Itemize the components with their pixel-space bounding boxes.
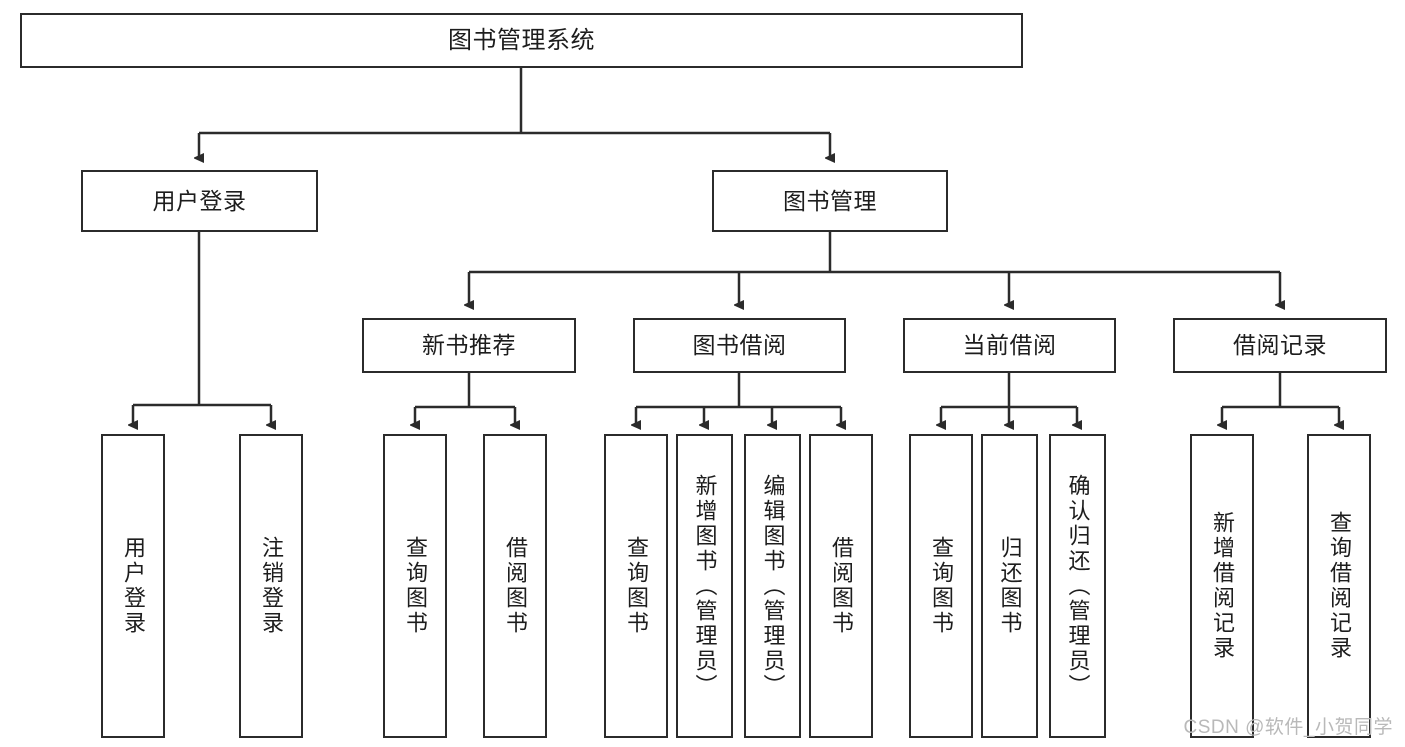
- node-user-login[interactable]: 用户登录: [81, 170, 318, 232]
- leaf-add-book-admin[interactable]: 新增图书（管理员）: [676, 434, 733, 738]
- node-label: 用户登录: [121, 536, 146, 636]
- node-label: 借阅图书: [829, 536, 854, 636]
- node-label: 当前借阅: [962, 332, 1057, 359]
- leaf-user-login[interactable]: 用户登录: [101, 434, 165, 738]
- node-label: 图书管理: [783, 187, 877, 214]
- leaf-query-book-borrow[interactable]: 查询图书: [604, 434, 668, 738]
- node-label: 图书借阅: [692, 332, 787, 359]
- node-label: 查询图书: [403, 536, 428, 636]
- node-label: 编辑图书（管理员）: [760, 473, 786, 699]
- node-new-book-recommend[interactable]: 新书推荐: [362, 318, 576, 373]
- leaf-edit-book-admin[interactable]: 编辑图书（管理员）: [744, 434, 801, 738]
- node-label: 借阅图书: [503, 536, 528, 636]
- leaf-query-book-recommend[interactable]: 查询图书: [383, 434, 447, 738]
- node-borrow-record[interactable]: 借阅记录: [1173, 318, 1387, 373]
- node-label: 确认归还（管理员）: [1065, 473, 1091, 699]
- leaf-confirm-return-admin[interactable]: 确认归还（管理员）: [1049, 434, 1106, 738]
- leaf-add-borrow-record[interactable]: 新增借阅记录: [1190, 434, 1254, 738]
- node-label: 图书管理系统: [448, 26, 595, 54]
- node-root-system[interactable]: 图书管理系统: [20, 13, 1023, 68]
- node-label: 归还图书: [997, 536, 1023, 636]
- node-label: 新增图书（管理员）: [692, 473, 718, 699]
- node-current-borrow[interactable]: 当前借阅: [903, 318, 1116, 373]
- node-label: 用户登录: [152, 187, 247, 214]
- node-book-management[interactable]: 图书管理: [712, 170, 948, 232]
- node-label: 查询借阅记录: [1327, 511, 1352, 661]
- leaf-borrow-book-recommend[interactable]: 借阅图书: [483, 434, 547, 738]
- leaf-query-book-current[interactable]: 查询图书: [909, 434, 973, 738]
- node-book-borrow[interactable]: 图书借阅: [633, 318, 846, 373]
- node-label: 新书推荐: [422, 332, 516, 359]
- node-label: 新增借阅记录: [1210, 511, 1235, 661]
- csdn-watermark: CSDN @软件_小贺同学: [1183, 717, 1393, 738]
- leaf-return-book[interactable]: 归还图书: [981, 434, 1038, 738]
- leaf-borrow-book[interactable]: 借阅图书: [809, 434, 873, 738]
- node-label: 借阅记录: [1233, 332, 1327, 359]
- node-label: 注销登录: [259, 536, 284, 636]
- node-label: 查询图书: [929, 536, 954, 636]
- node-label: 查询图书: [624, 536, 649, 636]
- leaf-query-borrow-record[interactable]: 查询借阅记录: [1307, 434, 1371, 738]
- leaf-user-logout[interactable]: 注销登录: [239, 434, 303, 738]
